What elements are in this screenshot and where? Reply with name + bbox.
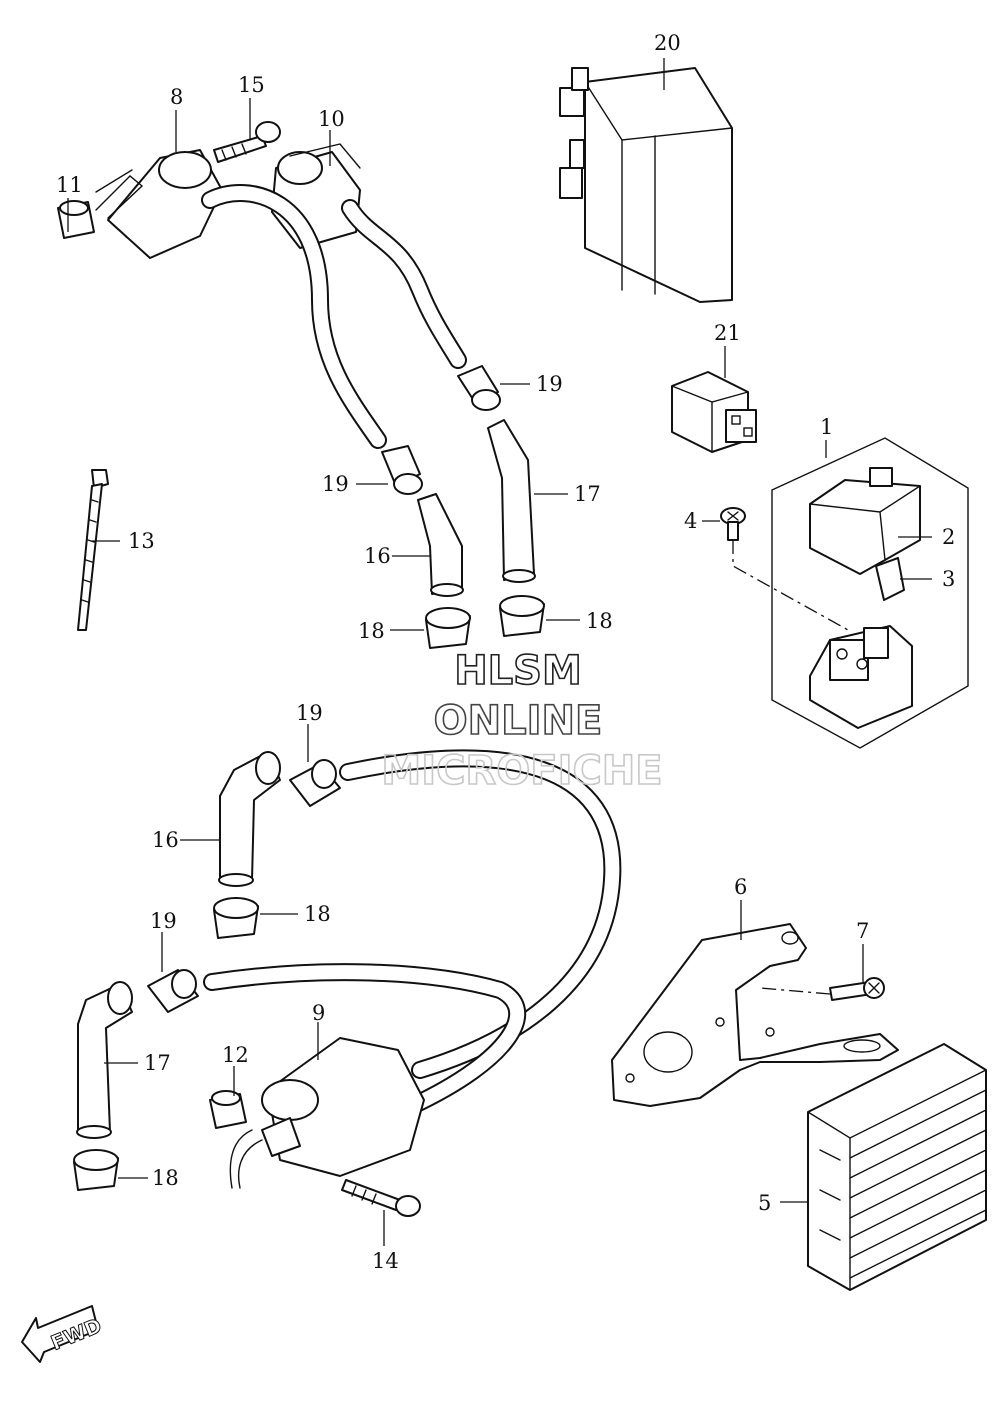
callout-10: 10 (318, 107, 345, 131)
callout-8: 8 (170, 85, 183, 109)
leader-screw-to-relay (732, 540, 849, 631)
callout-9: 9 (312, 1001, 325, 1025)
callout-5: 5 (758, 1191, 771, 1215)
part-11-spacer[interactable] (57, 200, 95, 239)
part-19-cap-lower-upper[interactable] (289, 759, 341, 807)
callout-19-a: 19 (536, 372, 563, 396)
part-4-screw[interactable] (720, 507, 746, 541)
watermark: HLSM ONLINE MICROFICHE (381, 647, 664, 795)
callout-14: 14 (372, 1249, 399, 1273)
callout-18-d: 18 (152, 1166, 179, 1190)
callout-16-b: 16 (152, 828, 179, 852)
callout-19-b: 19 (322, 472, 349, 496)
callout-18-c: 18 (304, 902, 331, 926)
watermark-line-1: HLSM (454, 648, 582, 694)
callout-2: 2 (942, 525, 955, 549)
callout-18-a: 18 (358, 619, 385, 643)
part-12-spacer[interactable] (209, 1090, 247, 1129)
part-5-regulator-rectifier[interactable] (807, 1043, 987, 1291)
part-19-cap-upper-left[interactable] (381, 445, 423, 495)
leader-bolt-to-bracket (759, 987, 831, 995)
part-6-bracket[interactable] (611, 923, 899, 1107)
callout-17-a: 17 (574, 482, 601, 506)
fwd-arrow (21, 1305, 99, 1363)
part-16-plug-cap-lower[interactable] (218, 751, 281, 887)
part-19-cap-upper-right[interactable] (457, 365, 501, 411)
watermark-line-3: MICROFICHE (381, 748, 662, 794)
part-18-seal-upper-left[interactable] (425, 607, 471, 649)
watermark-line-2: ONLINE (434, 698, 603, 744)
part-20-ecu[interactable] (559, 67, 733, 303)
callout-7: 7 (856, 919, 869, 943)
part-16-plug-cap-upper[interactable] (417, 493, 464, 597)
callout-15: 15 (238, 73, 265, 97)
part-18-seal-lower-upper[interactable] (213, 897, 259, 939)
callout-20: 20 (654, 31, 681, 55)
callout-21: 21 (714, 321, 741, 345)
part-8-ignition-coil[interactable] (95, 149, 223, 259)
callout-13: 13 (128, 529, 155, 553)
callout-6: 6 (734, 875, 747, 899)
callout-19-c: 19 (296, 701, 323, 725)
part-13-cable-tie[interactable] (77, 469, 109, 631)
part-1-starter-relay-assembly[interactable] (771, 437, 969, 749)
high-tension-cord-upper-left[interactable] (201, 184, 387, 449)
part-18-seal-upper-right[interactable] (499, 595, 545, 637)
callout-3: 3 (942, 567, 955, 591)
part-7-bolt[interactable] (829, 977, 885, 1001)
high-tension-cord-lower-short[interactable] (203, 963, 527, 1115)
callout-12: 12 (222, 1043, 249, 1067)
part-14-bolt[interactable] (341, 1179, 421, 1217)
part-19-cap-lower-lower[interactable] (147, 969, 199, 1013)
callout-11: 11 (56, 173, 83, 197)
high-tension-cord-upper-right[interactable] (341, 199, 467, 369)
part-10-ignition-coil[interactable] (271, 143, 361, 249)
callout-19-d: 19 (150, 909, 177, 933)
high-tension-cord-lower-long[interactable] (339, 749, 622, 1079)
callout-1: 1 (820, 415, 833, 439)
part-17-plug-cap-lower[interactable] (76, 981, 133, 1139)
part-21-connector[interactable] (671, 371, 757, 453)
callout-17-b: 17 (144, 1051, 171, 1075)
callout-18-b: 18 (586, 609, 613, 633)
leader-lines (67, 58, 932, 1246)
part-18-seal-lower-lower[interactable] (73, 1149, 119, 1191)
callout-4: 4 (684, 509, 697, 533)
part-9-ignition-coil[interactable] (229, 1037, 425, 1189)
part-17-plug-cap-upper[interactable] (487, 419, 536, 583)
part-15-bolt[interactable] (213, 121, 281, 163)
callout-16-a: 16 (364, 544, 391, 568)
